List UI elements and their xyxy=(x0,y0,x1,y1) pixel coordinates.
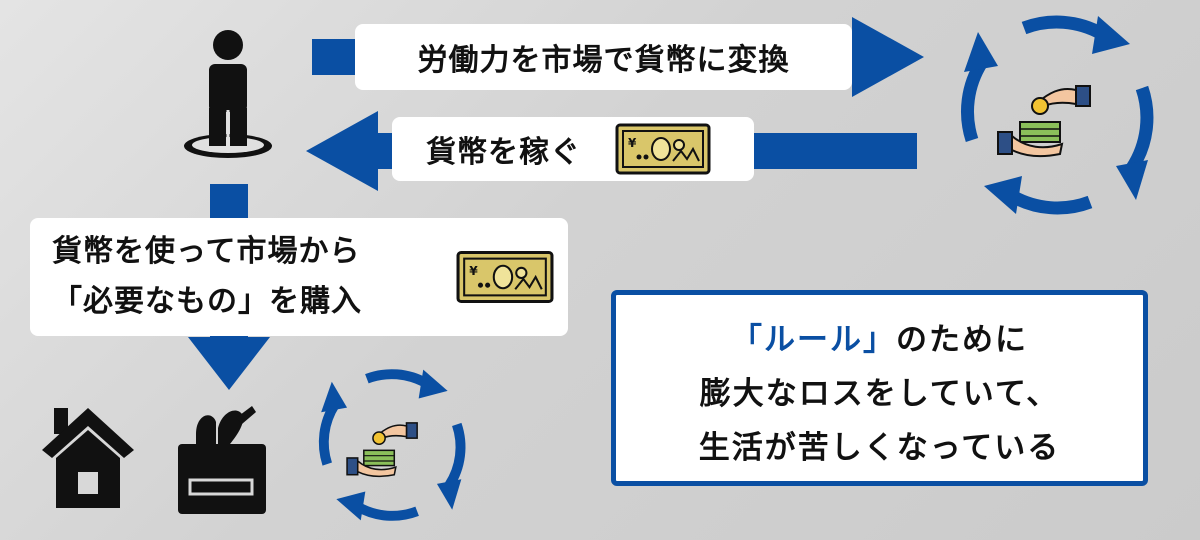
label-earn-money-text: 貨幣を稼ぐ xyxy=(426,135,581,170)
money-exchange-cycle-icon xyxy=(318,369,466,521)
person-icon xyxy=(184,30,272,158)
handing-money-icon xyxy=(346,422,418,478)
label-earn-money: 貨幣を稼ぐ ¥ xyxy=(392,117,754,181)
money-exchange-cycle-icon xyxy=(961,15,1154,215)
label-buy-goods: 貨幣を使って市場から 「必要なもの」を購入 ¥ xyxy=(30,218,568,336)
label-buy-line1: 貨幣を使って市場から xyxy=(52,234,361,269)
summary-note-line1: 「ルール」のために xyxy=(616,313,1143,367)
house-icon xyxy=(42,408,134,508)
yen-banknote-icon: ¥ xyxy=(615,123,711,175)
label-sell-labor: 労働力を市場で貨幣に変換 xyxy=(355,24,852,90)
svg-text:¥: ¥ xyxy=(469,264,478,278)
summary-note: 「ルール」のために 膨大なロスをしていて、 生活が苦しくなっている xyxy=(611,290,1148,486)
label-buy-line2: 「必要なもの」を購入 xyxy=(52,284,362,319)
label-sell-labor-text: 労働力を市場で貨幣に変換 xyxy=(417,43,790,78)
yen-banknote-icon: ¥ xyxy=(456,250,554,304)
summary-note-line3: 生活が苦しくなっている xyxy=(698,430,1061,466)
summary-note-line1-rest: のために xyxy=(896,322,1028,358)
summary-note-rule-keyword: 「ルール」 xyxy=(731,322,896,358)
grocery-bag-icon xyxy=(178,406,266,514)
handing-money-icon xyxy=(997,85,1091,158)
svg-text:¥: ¥ xyxy=(628,136,637,150)
summary-note-line2: 膨大なロスをしていて、 xyxy=(699,376,1060,412)
